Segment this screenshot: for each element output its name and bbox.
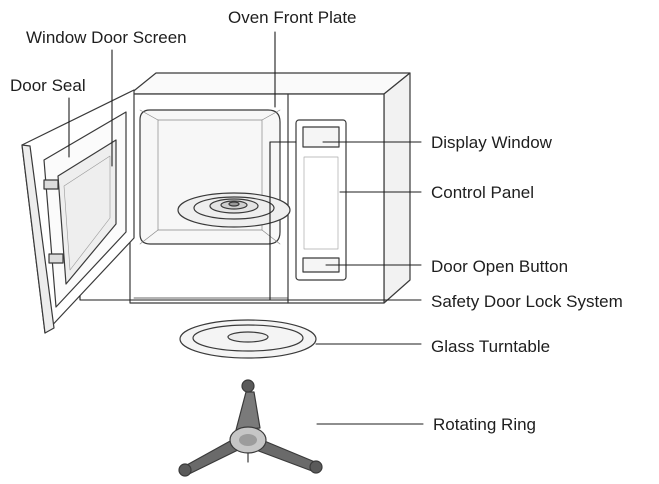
label-door-seal: Door Seal — [10, 76, 86, 95]
rotating-ring-shape — [178, 379, 323, 477]
cavity-turntable-hub — [177, 192, 291, 228]
display-window-shape — [302, 126, 340, 148]
ring-wheel-icon — [309, 460, 323, 474]
label-oven-front-plate: Oven Front Plate — [228, 8, 357, 27]
control-panel-body — [295, 119, 347, 281]
label-display-window: Display Window — [431, 133, 552, 152]
label-safety-door-lock-system: Safety Door Lock System — [431, 292, 623, 311]
ring-wheel-icon — [178, 463, 192, 477]
label-rotating-ring: Rotating Ring — [433, 415, 537, 434]
ring-wheel-icon — [241, 379, 255, 393]
glass-turntable-shape — [179, 319, 317, 359]
oven-door — [21, 89, 135, 334]
label-control-panel: Control Panel — [431, 183, 535, 202]
label-door-open-button: Door Open Button — [431, 257, 569, 276]
label-window-door-screen: Window Door Screen — [26, 28, 187, 47]
label-glass-turntable: Glass Turntable — [431, 337, 551, 356]
leader-lines — [68, 31, 424, 425]
